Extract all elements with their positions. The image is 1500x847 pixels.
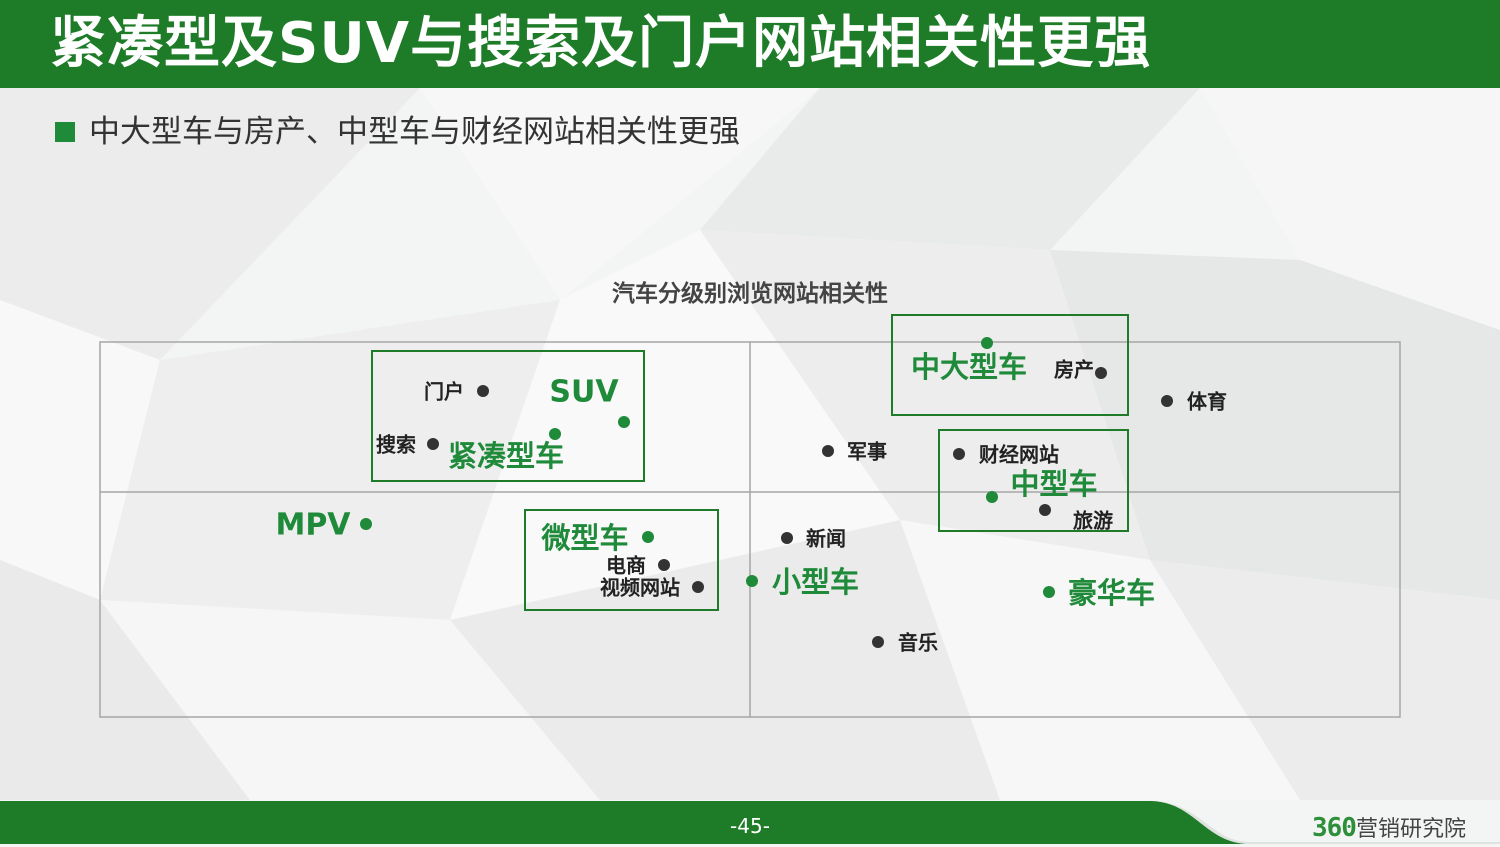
data-point (427, 438, 439, 450)
data-point (618, 416, 630, 428)
point-label: 视频网站 (600, 576, 680, 600)
data-point (1039, 504, 1051, 516)
page-number: -45- (730, 814, 770, 838)
point-label: SUV (549, 375, 619, 410)
box-compact-suv (371, 350, 645, 482)
data-point (1043, 586, 1055, 598)
data-point (746, 575, 758, 587)
point-label: MPV (275, 508, 351, 543)
data-point (642, 531, 654, 543)
point-label: 房产 (1054, 358, 1094, 382)
title-bar: 紧凑型及SUV与搜索及门户网站相关性更强 (0, 0, 1500, 88)
point-label: 中大型车 (911, 350, 1027, 384)
box-midsize (938, 429, 1129, 532)
data-point (872, 636, 884, 648)
plot-frame (99, 341, 1401, 718)
footer-bar (0, 801, 1500, 844)
bullet-square-icon (55, 122, 75, 142)
point-label: 体育 (1187, 390, 1227, 414)
point-label: 小型车 (772, 565, 859, 599)
data-point (658, 559, 670, 571)
data-point (781, 532, 793, 544)
data-point (549, 428, 561, 440)
slide-subtitle: 中大型车与房产、中型车与财经网站相关性更强 (89, 114, 740, 150)
chart-title: 汽车分级别浏览网站相关性 (612, 281, 888, 307)
point-label: 中型车 (1010, 467, 1097, 501)
cluster-boxes (371, 314, 1129, 611)
brand-logo: 360营销研究院 (1312, 812, 1466, 844)
data-point (477, 385, 489, 397)
point-label: 财经网站 (979, 443, 1059, 467)
data-point (360, 518, 372, 530)
point-label: 新闻 (806, 527, 846, 551)
point-label: 紧凑型车 (448, 439, 564, 473)
point-label: 搜索 (376, 433, 416, 457)
data-point (953, 448, 965, 460)
data-point (986, 491, 998, 503)
point-label: 音乐 (898, 631, 938, 655)
point-label: 电商 (606, 554, 646, 578)
data-point (981, 337, 993, 349)
slide-title: 紧凑型及SUV与搜索及门户网站相关性更强 (50, 11, 1152, 76)
data-point (822, 445, 834, 457)
point-label: 门户 (424, 380, 464, 404)
box-mini (524, 509, 719, 611)
point-label: 微型车 (540, 521, 628, 555)
box-mid-large (891, 314, 1129, 416)
data-point (692, 581, 704, 593)
point-label: 旅游 (1073, 509, 1113, 533)
brand-number: 360 (1312, 813, 1357, 843)
data-point (1161, 395, 1173, 407)
point-label: 豪华车 (1068, 576, 1155, 610)
point-label: 军事 (847, 440, 887, 464)
data-point (1095, 367, 1107, 379)
brand-text: 营销研究院 (1355, 817, 1466, 842)
